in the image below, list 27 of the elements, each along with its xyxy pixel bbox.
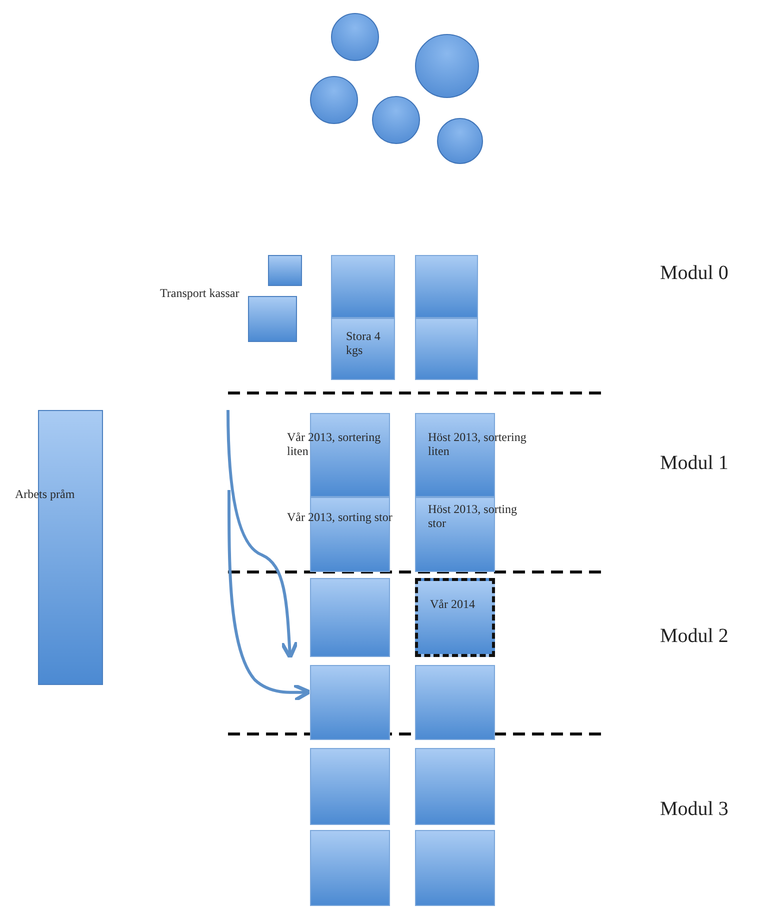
circle [437,118,483,164]
storage-cell [415,665,495,740]
crate-square [248,296,297,342]
storage-cell [331,318,395,380]
storage-cell [415,318,478,380]
module-label: Modul 0 [660,262,728,285]
storage-cell [415,830,495,906]
storage-cell [415,748,495,825]
circle [310,76,358,124]
storage-cell [331,255,395,318]
cell-label: Vår 2014 [430,597,476,611]
storage-cell [415,255,478,318]
storage-cell [310,830,390,906]
circle [331,13,379,61]
crate-caption: Transport kassar [160,286,240,300]
cell-label: Stora 4 kgs [346,329,382,357]
storage-cell [310,578,390,657]
storage-cell [310,665,390,740]
crate-square [268,255,302,286]
storage-cell [310,748,390,825]
circle [372,96,420,144]
curved-arrow [226,410,299,660]
storage-cell [415,578,495,657]
module-label: Modul 2 [660,625,728,648]
module-label: Modul 1 [660,452,728,475]
module-label: Modul 3 [660,798,728,821]
curved-arrow [228,490,312,702]
